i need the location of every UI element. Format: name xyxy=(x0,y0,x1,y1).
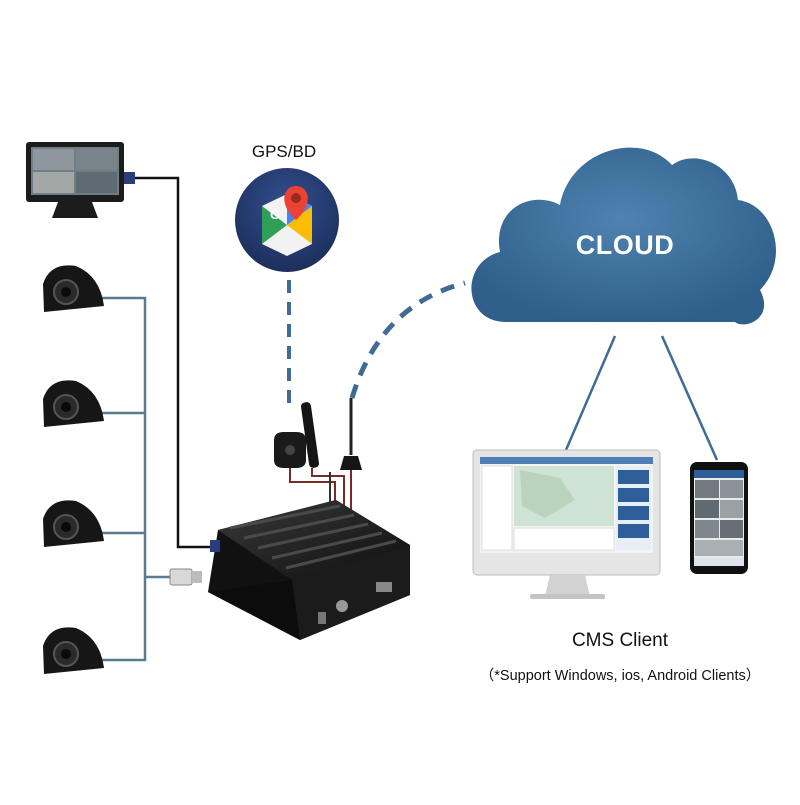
cms-client-note: （*Support Windows, ios, Android Clients） xyxy=(479,668,761,684)
4g-antenna xyxy=(340,398,362,470)
cloud-to-phone-link xyxy=(660,335,719,461)
phone-device xyxy=(690,462,748,574)
gps-antenna xyxy=(274,432,306,468)
camera-2 xyxy=(43,380,104,427)
svg-text:G: G xyxy=(270,207,280,222)
camera-3 xyxy=(43,500,104,547)
monitor-cable xyxy=(135,176,210,549)
cloud-to-desktop-link xyxy=(564,335,617,451)
cloud-shape xyxy=(471,147,776,325)
mdvr-box xyxy=(208,500,410,640)
camera-wiring xyxy=(102,296,170,662)
cloud-label: CLOUD xyxy=(575,230,675,260)
camera-4 xyxy=(43,627,104,674)
monitor-device xyxy=(26,142,135,218)
cloud-dashed-link xyxy=(349,280,466,399)
gps-label: GPS/BD xyxy=(251,142,317,161)
ethernet-connector xyxy=(169,568,202,586)
camera-1 xyxy=(43,265,104,312)
gps-badge: G xyxy=(235,168,339,272)
desktop-monitor xyxy=(472,449,661,599)
cms-client-title: CMS Client xyxy=(571,630,669,651)
wifi-antenna xyxy=(300,402,320,468)
